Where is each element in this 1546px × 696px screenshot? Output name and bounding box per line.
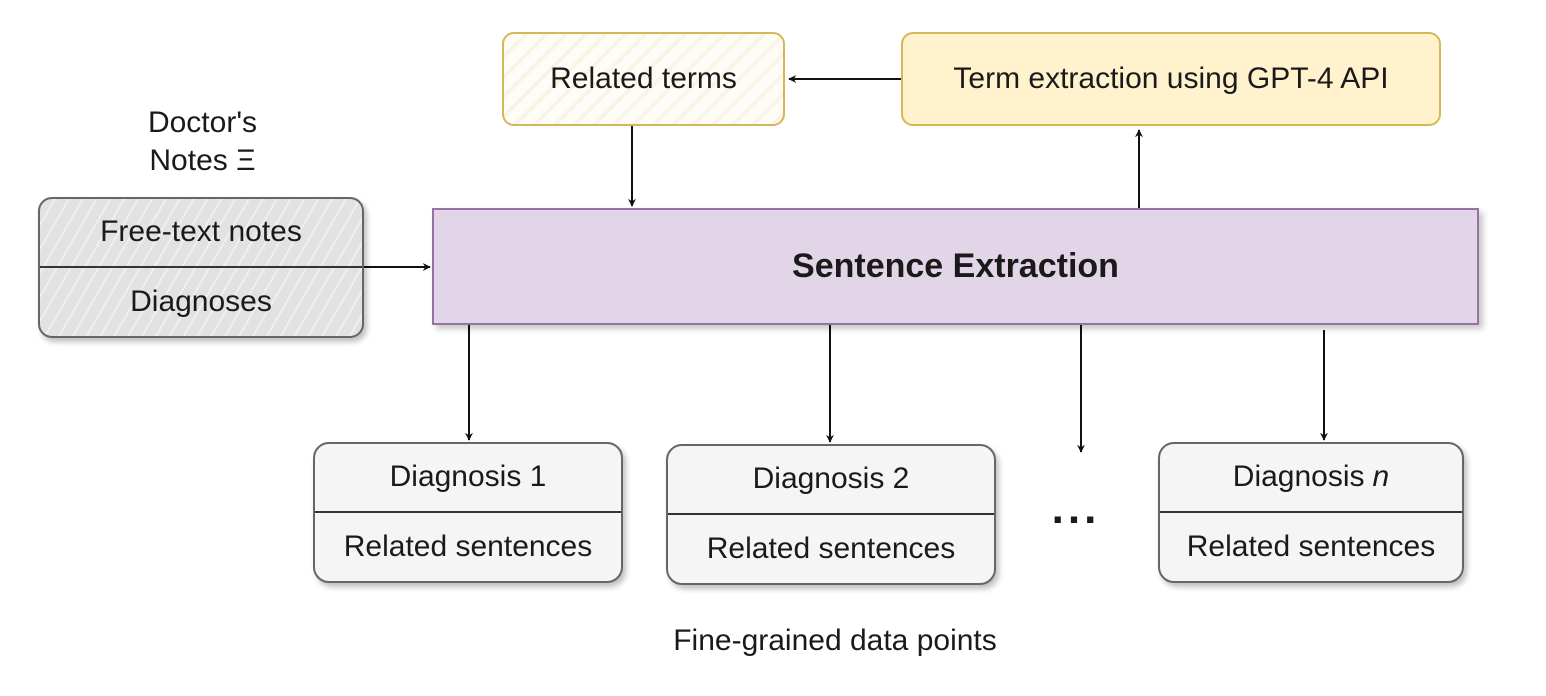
diagnoses-row: Diagnoses [130, 284, 272, 318]
diagnosis-1-related-sentences: Related sentences [343, 529, 593, 563]
diagram-caption: Fine-grained data points [673, 624, 997, 657]
diagnosis-1-title: Diagnosis 1 [315, 444, 621, 513]
doctors-notes-title: Doctor's Notes Ξ [100, 104, 305, 180]
diagnosis-2-related-sentences: Related sentences [706, 531, 956, 565]
diagnosis-n-index: n [1372, 460, 1390, 494]
doctors-notes-title-line1: Doctor's [147, 106, 258, 139]
diagnosis-2-card: Diagnosis 2 Related sentences [666, 444, 996, 585]
diagnosis-n-card: Diagnosis n Related sentences [1158, 442, 1464, 583]
diagnosis-2-title: Diagnosis 2 [668, 446, 994, 515]
diagnosis-n-title-row: Diagnosis n [1160, 444, 1462, 513]
term-extraction-box: Term extraction using GPT-4 API [901, 32, 1441, 126]
diagnosis-n-related-sentences: Related sentences [1186, 529, 1436, 563]
diagnosis-n-title: Diagnosis [1232, 460, 1365, 494]
doctors-notes-title-line2: Notes Ξ [149, 144, 256, 177]
sentence-extraction-box: Sentence Extraction [432, 208, 1479, 325]
ellipsis: ... [1051, 484, 1101, 533]
doctors-notes-box: Free-text notes Diagnoses [38, 197, 364, 338]
related-terms-box: Related terms [502, 32, 785, 126]
diagnosis-1-card: Diagnosis 1 Related sentences [313, 442, 623, 583]
free-text-notes-row: Free-text notes [40, 199, 362, 268]
